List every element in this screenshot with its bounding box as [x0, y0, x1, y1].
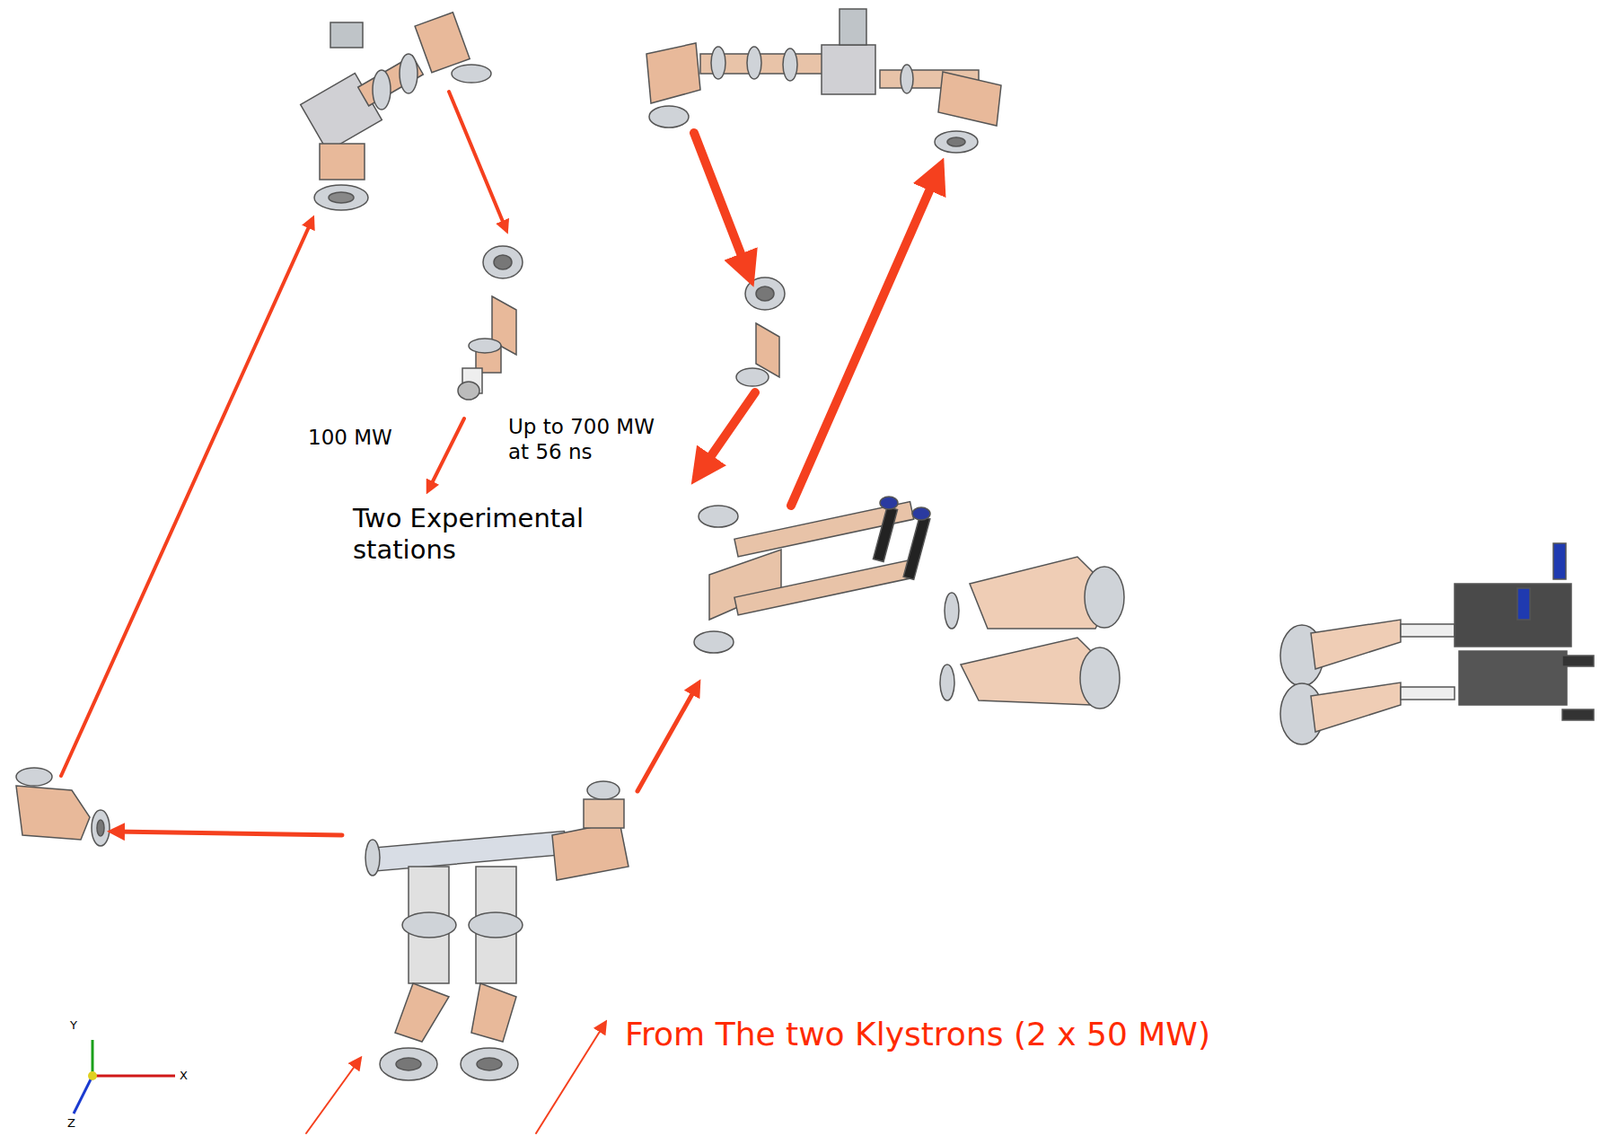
waveguide-bend — [457, 246, 523, 400]
axis-label: Z — [67, 1116, 76, 1131]
power-label: Up to 700 MW at 56 ns — [508, 414, 669, 465]
waveguide-assembly — [365, 781, 629, 1081]
source-label: From The two Klystrons (2 x 50 MW) — [624, 1014, 1211, 1054]
axis-triad — [73, 1039, 176, 1114]
axis-label: Y — [70, 1018, 78, 1033]
station-label: Two Experimental stations — [352, 502, 623, 566]
experimental-station — [1280, 543, 1594, 745]
waveguide-assembly — [300, 12, 492, 211]
axis-label: X — [179, 1068, 188, 1083]
waveguide-assembly — [646, 8, 1002, 153]
power-flow-arrows — [61, 91, 938, 1134]
experimental-station — [694, 496, 1125, 709]
power-label: 100 MW — [307, 425, 393, 451]
waveguide-bend — [736, 277, 785, 387]
waveguide-elbow — [16, 767, 110, 846]
